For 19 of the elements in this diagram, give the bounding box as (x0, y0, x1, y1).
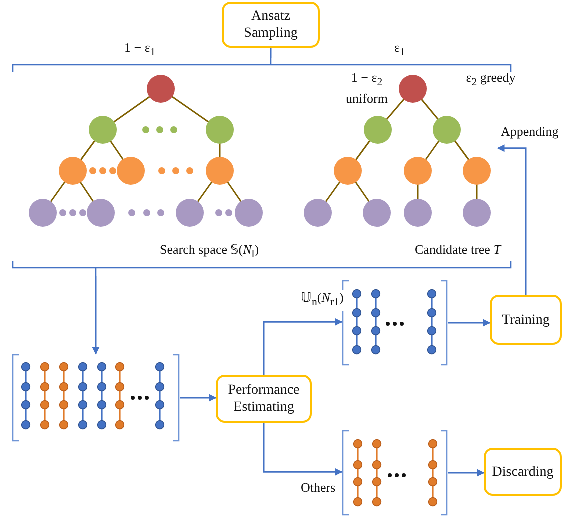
edge-label: Appending (500, 124, 560, 139)
branch-label: ε$_{2}$ greedy (465, 70, 517, 91)
process-box: Training (490, 295, 562, 345)
arrow (448, 469, 485, 477)
arrow (263, 423, 343, 476)
arrow (263, 318, 343, 375)
connector-line (270, 48, 272, 58)
arrow (92, 276, 100, 355)
edge-label: Others (300, 480, 337, 495)
tree-label: Search space 𝕊(N$_{l}$) (160, 242, 260, 263)
process-box: Discarding (484, 448, 562, 496)
process-box: Ansatz Sampling (222, 2, 320, 48)
arrow (180, 394, 217, 402)
arrow (497, 144, 527, 295)
process-box: Performance Estimating (216, 375, 312, 423)
branch-label: 1 − ε$_{2}$ uniform (345, 70, 389, 106)
edge-label: 𝕌$_{n}$(N$_{r1}$) (300, 290, 345, 311)
tree-label: Candidate tree T (415, 242, 501, 257)
arrow (448, 319, 491, 327)
